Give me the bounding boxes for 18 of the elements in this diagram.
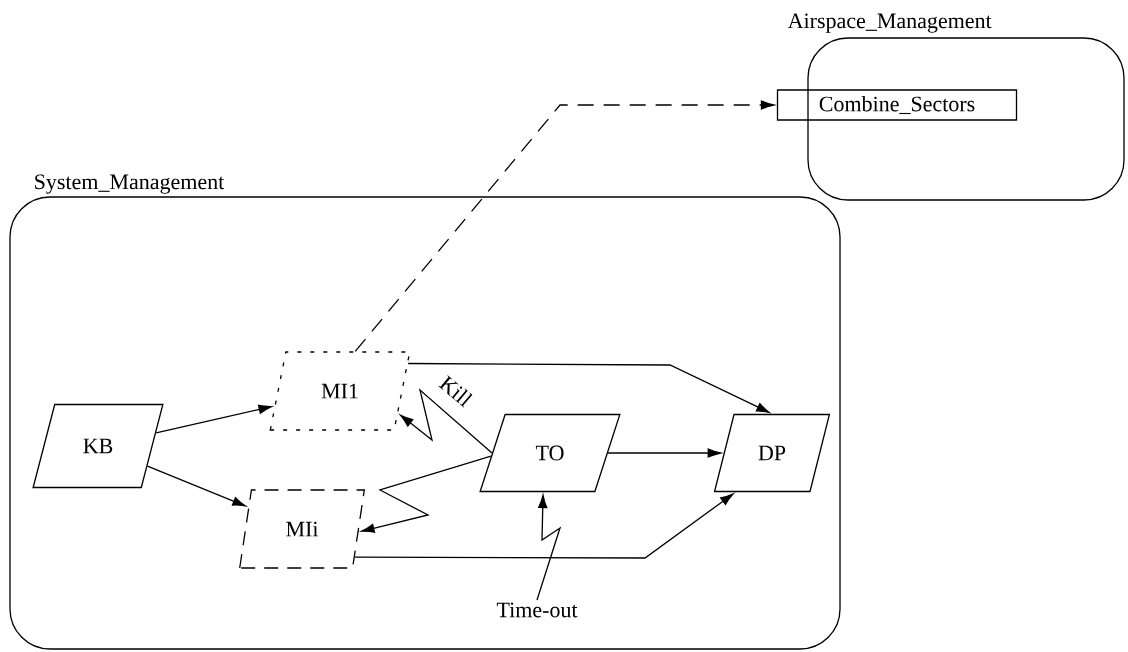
arrow xyxy=(607,448,722,458)
process-box: Combine_Sectors xyxy=(776,89,1018,121)
edge-label: Kill xyxy=(436,372,476,410)
node-text: Time-out xyxy=(496,602,578,618)
arrow xyxy=(407,362,770,414)
arrow xyxy=(361,455,492,533)
arrow xyxy=(354,100,775,352)
parallelogram-box: DP xyxy=(713,413,831,493)
group-heading: Airspace_Management xyxy=(787,13,992,33)
arrow xyxy=(354,493,734,559)
arrow xyxy=(536,494,562,601)
arrow xyxy=(146,465,246,507)
arrow xyxy=(400,388,493,454)
arrow xyxy=(155,404,272,434)
group-heading: System_Management xyxy=(35,174,225,194)
parallelogram-box: MI1 xyxy=(269,351,411,431)
parallelogram-box: KB xyxy=(32,403,164,489)
parallelogram-box: TO xyxy=(479,413,621,493)
